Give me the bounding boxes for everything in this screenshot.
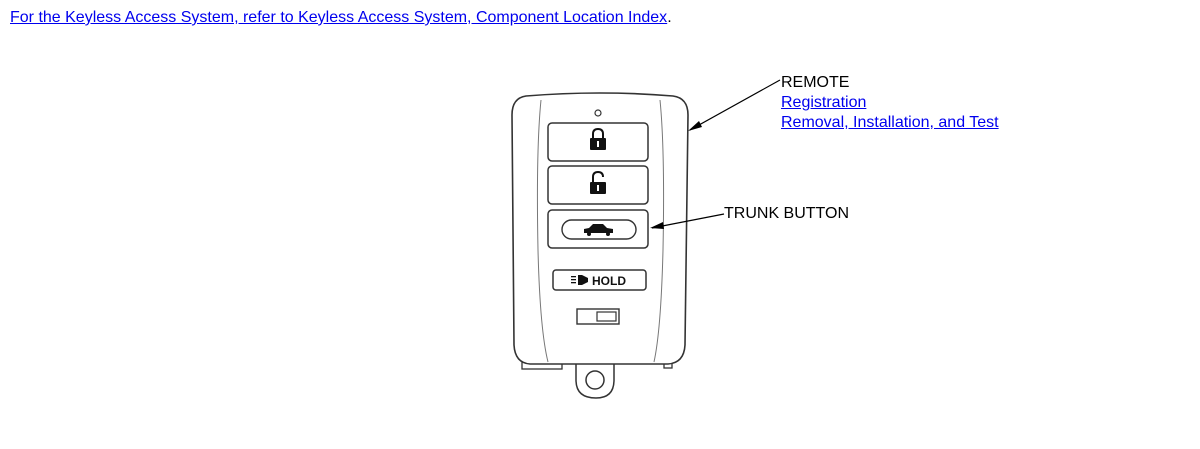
slide-switch[interactable]	[576, 308, 620, 325]
registration-link[interactable]: Registration	[781, 94, 867, 111]
fob-inner-contour-left	[536, 99, 549, 363]
hold-label: HOLD	[592, 274, 626, 288]
led-indicator	[594, 109, 602, 117]
trunk-button-label: TRUNK BUTTON	[724, 205, 850, 222]
trunk-leader-line	[650, 213, 725, 229]
removal-installation-test-link[interactable]: Removal, Installation, and Test	[781, 114, 999, 131]
remote-callout: REMOTE Registration Removal, Installatio…	[781, 73, 999, 133]
lock-icon	[590, 127, 606, 150]
intro-period: .	[667, 9, 672, 26]
key-ring	[575, 362, 615, 399]
unlock-icon	[590, 170, 606, 194]
component-location-index-link[interactable]: For the Keyless Access System, refer to …	[10, 9, 668, 26]
remote-label: REMOTE	[781, 74, 850, 91]
light-hold-button[interactable]: HOLD	[552, 269, 647, 291]
light-icon	[571, 275, 588, 285]
fob-inner-contour-right	[653, 99, 665, 363]
remote-leader-line	[688, 79, 781, 131]
lock-button[interactable]	[547, 122, 649, 162]
unlock-button[interactable]	[547, 165, 649, 205]
trunk-button[interactable]	[547, 209, 649, 249]
trunk-button-callout: TRUNK BUTTON	[724, 204, 849, 224]
intro-line: For the Keyless Access System, refer to …	[10, 8, 672, 28]
trunk-car-icon	[584, 224, 613, 236]
